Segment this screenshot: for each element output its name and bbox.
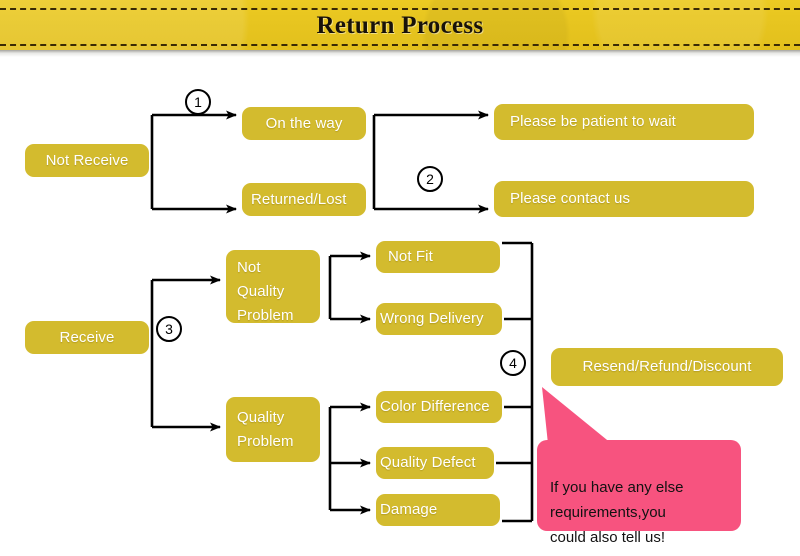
node-please-contact-us[interactable]: Please contact us — [494, 181, 754, 217]
step-marker-3: 3 — [156, 316, 182, 342]
page-title: Return Process — [316, 12, 484, 39]
node-label: Quality Problem — [237, 409, 294, 450]
node-not-receive[interactable]: Not Receive — [25, 144, 149, 177]
node-label: Please contact us — [510, 190, 631, 207]
callout-tail — [542, 387, 612, 444]
node-receive[interactable]: Receive — [25, 321, 149, 354]
node-not-quality-problem[interactable]: Not Quality Problem — [226, 250, 320, 324]
header-drop-shadow — [0, 50, 800, 57]
node-label: Not Receive — [45, 151, 129, 169]
callout-text: If you have any else requirements,you co… — [550, 479, 684, 546]
node-damage[interactable]: Damage — [376, 494, 500, 526]
flowchart-connectors — [150, 110, 534, 523]
node-please-be-patient-to-wait[interactable]: Please be patient to wait — [494, 104, 754, 140]
node-label: Color Difference — [380, 398, 490, 415]
node-resend-refund-discount[interactable]: Resend/Refund/Discount — [551, 348, 783, 386]
step-marker-2: 2 — [417, 166, 443, 192]
node-quality-defect[interactable]: Quality Defect — [376, 447, 494, 479]
return-process-flowchart: Not Receive On the way Returned/Lost Ple… — [0, 57, 800, 556]
node-label: Receive — [59, 328, 115, 346]
header-dashed-line-bottom — [0, 44, 800, 46]
node-label: Not Quality Problem — [237, 259, 294, 324]
node-label: Wrong Delivery — [380, 310, 484, 327]
node-label: Please be patient to wait — [510, 113, 676, 130]
node-color-difference[interactable]: Color Difference — [376, 391, 502, 423]
header-dashed-line-top — [0, 8, 800, 10]
node-label: Quality Defect — [380, 454, 476, 471]
node-label: Not Fit — [388, 248, 433, 265]
node-wrong-delivery[interactable]: Wrong Delivery — [376, 303, 502, 335]
node-returned-lost[interactable]: Returned/Lost — [242, 183, 366, 216]
node-label: On the way — [265, 114, 343, 132]
node-on-the-way[interactable]: On the way — [242, 107, 366, 140]
node-quality-problem[interactable]: Quality Problem — [226, 397, 320, 462]
step-marker-1: 1 — [185, 89, 211, 115]
node-label: Damage — [380, 501, 438, 518]
node-label: Resend/Refund/Discount — [582, 358, 752, 375]
node-not-fit[interactable]: Not Fit — [376, 241, 500, 273]
header-banner: Return Process — [0, 0, 800, 50]
node-label: Returned/Lost — [251, 190, 347, 208]
step-marker-4: 4 — [500, 350, 526, 376]
callout-bubble: If you have any else requirements,you co… — [537, 440, 741, 546]
